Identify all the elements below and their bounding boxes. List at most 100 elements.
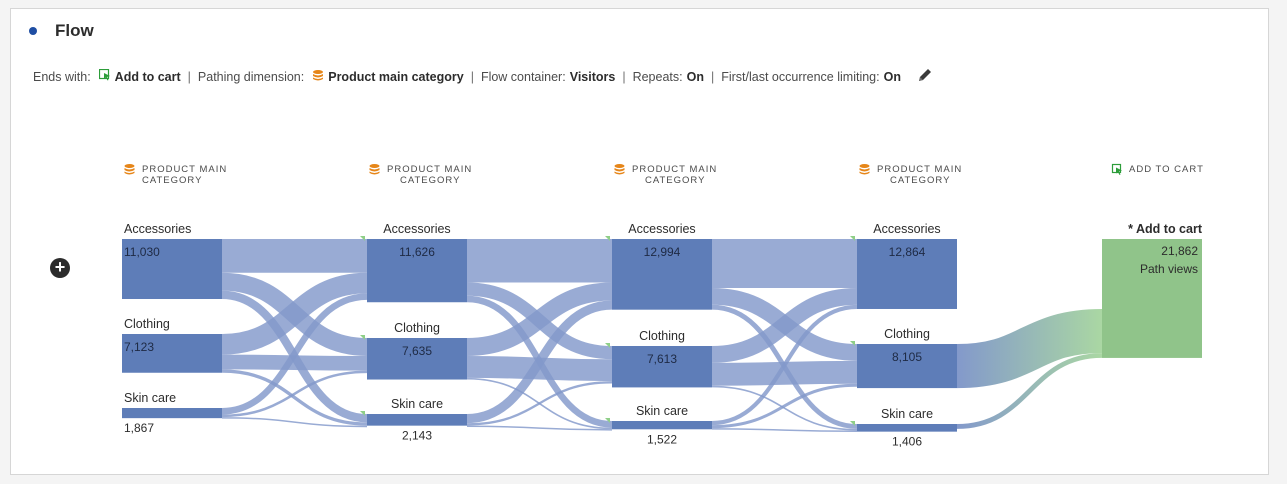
node-value: 21,862 <box>1161 244 1198 258</box>
stack-icon <box>614 164 625 175</box>
flow-link[interactable] <box>711 428 858 433</box>
stack-icon <box>859 164 870 175</box>
node-label: Accessories <box>383 222 450 236</box>
flow-link[interactable] <box>711 304 858 426</box>
pathing-value: Product main category <box>328 69 464 84</box>
separator: | <box>187 69 191 84</box>
flow-link[interactable] <box>711 385 858 431</box>
entry-marker <box>850 236 855 241</box>
stack-icon <box>369 164 380 175</box>
node-label: Clothing <box>884 327 930 341</box>
flow-link[interactable] <box>221 272 368 355</box>
flow-node[interactable] <box>857 239 957 309</box>
node-value: 7,635 <box>402 344 432 358</box>
flow-link[interactable] <box>466 300 613 424</box>
flow-link[interactable] <box>956 308 1103 389</box>
flow-link[interactable] <box>711 383 858 429</box>
column-header: ADD TO CART <box>1111 163 1204 175</box>
cursor-box-icon <box>98 68 111 84</box>
column-header-label: CATEGORY <box>645 175 705 186</box>
stack-icon <box>124 164 135 175</box>
node-value: 11,030 <box>124 245 160 259</box>
node-label: Skin care <box>636 404 688 418</box>
links-layer <box>221 238 1103 433</box>
node-label: Clothing <box>394 321 440 335</box>
entry-marker <box>360 335 365 340</box>
flow-node[interactable] <box>612 346 712 388</box>
column-header-label: CATEGORY <box>890 175 950 186</box>
flow-link[interactable] <box>466 381 613 426</box>
flow-link[interactable] <box>956 353 1103 429</box>
flow-link[interactable] <box>466 425 613 431</box>
stack-icon <box>312 69 324 84</box>
column-header-label: PRODUCT MAIN <box>387 164 472 175</box>
cursor-box-icon <box>1111 163 1122 175</box>
flow-node[interactable] <box>122 334 222 373</box>
ends-with-label: Ends with: <box>33 69 91 84</box>
entry-marker <box>360 411 365 416</box>
node-label: Skin care <box>391 397 443 411</box>
node-label: Skin care <box>881 407 933 421</box>
flow-node[interactable] <box>612 421 712 430</box>
container-label: Flow container: <box>480 69 566 84</box>
node-label: Clothing <box>639 329 685 343</box>
entry-marker <box>605 236 610 241</box>
column-header-label: PRODUCT MAIN <box>632 164 717 175</box>
column-header-label: CATEGORY <box>400 175 460 186</box>
node-label: Accessories <box>628 222 695 236</box>
node-value: 8,105 <box>892 350 922 364</box>
node-value: 11,626 <box>399 245 435 259</box>
title-dot <box>29 27 37 35</box>
node-label: Accessories <box>873 222 940 236</box>
ends-with-value: Add to cart <box>114 69 181 84</box>
flow-node[interactable] <box>857 344 957 389</box>
flow-node[interactable] <box>367 338 467 380</box>
settings-summary[interactable]: Ends with: Add to cart | Pathing dimensi… <box>33 67 933 86</box>
entry-marker <box>850 341 855 346</box>
flow-link[interactable] <box>221 293 368 415</box>
pathing-label: Pathing dimension: <box>197 69 305 84</box>
plus-circle-icon[interactable]: + <box>50 258 70 278</box>
entry-marker <box>605 343 610 348</box>
end-node[interactable] <box>1102 239 1202 358</box>
nodes-layer <box>122 236 1202 432</box>
column-header-label: PRODUCT MAIN <box>142 164 227 175</box>
flow-link[interactable] <box>711 360 858 386</box>
flow-node[interactable] <box>122 239 222 300</box>
flow-node[interactable] <box>857 424 957 432</box>
flow-link[interactable] <box>711 287 858 363</box>
separator: | <box>470 69 474 84</box>
column-header-label: PRODUCT MAIN <box>877 164 962 175</box>
node-value: 1,406 <box>892 435 922 449</box>
container-value: Visitors <box>569 69 616 84</box>
flow-link[interactable] <box>466 282 613 356</box>
separator: | <box>622 69 626 84</box>
node-label: Skin care <box>124 391 176 405</box>
column-header-label: CATEGORY <box>142 175 202 186</box>
pencil-icon[interactable] <box>917 67 933 86</box>
flow-link[interactable] <box>221 417 368 428</box>
limiting-label: First/last occurrence limiting: <box>721 69 880 84</box>
column-header-label: ADD TO CART <box>1129 164 1204 175</box>
flow-node[interactable] <box>612 239 712 310</box>
node-value: 2,143 <box>402 429 432 443</box>
node-value: 1,867 <box>124 421 154 435</box>
flow-node[interactable] <box>367 414 467 426</box>
flow-node[interactable] <box>367 239 467 303</box>
flow-link[interactable] <box>221 354 368 371</box>
flow-node[interactable] <box>122 408 222 419</box>
separator: | <box>710 69 715 84</box>
node-label: * Add to cart <box>1128 222 1203 236</box>
limiting-value: On <box>883 69 901 84</box>
flow-link[interactable] <box>221 369 368 426</box>
node-sublabel: Path views <box>1140 262 1198 276</box>
title-row: Flow <box>29 21 94 41</box>
repeats-label: Repeats: <box>632 69 683 84</box>
flow-link[interactable] <box>221 370 368 418</box>
node-value: 7,123 <box>124 340 154 354</box>
